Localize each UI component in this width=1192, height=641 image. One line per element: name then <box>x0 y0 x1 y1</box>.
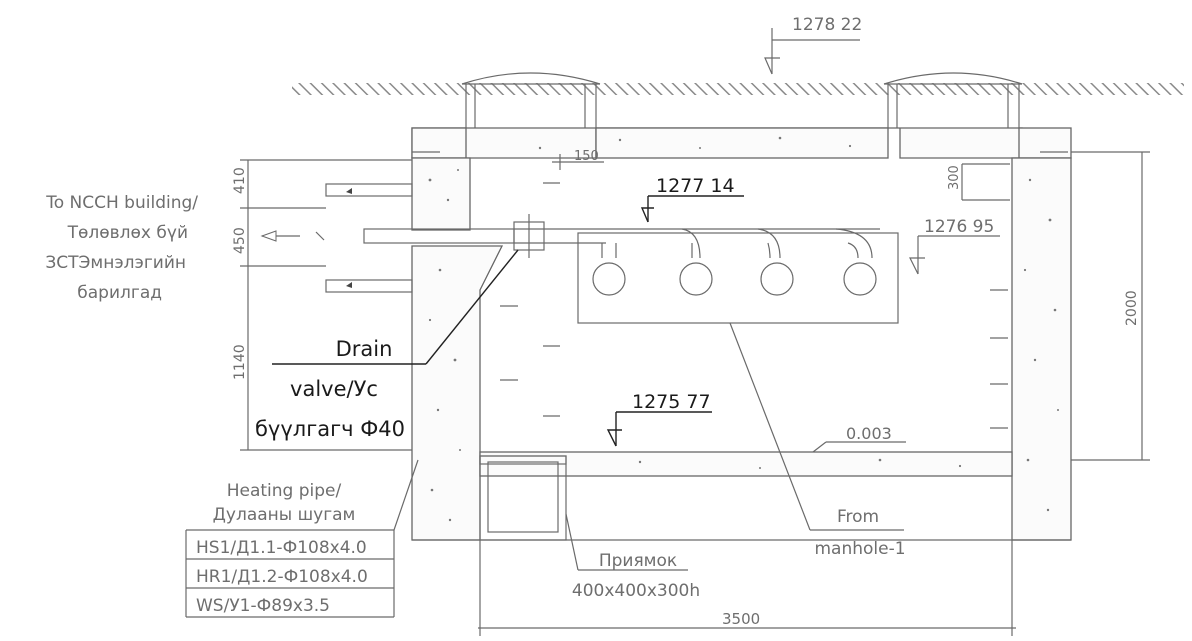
sump-callout: Приямок 400x400x300h <box>565 513 700 601</box>
heating-pipe-table: Heating pipe/ Дулааны шугам HS1/Д1.1-Ф10… <box>185 459 419 618</box>
heating-line-2: Дулааны шугам <box>213 505 356 525</box>
ladder-steps <box>500 182 1008 429</box>
outlet-line-2: Төлөвлөх бүй <box>67 223 188 243</box>
bottom-dimension: 3500 <box>478 540 1016 636</box>
pipe-row-2: HR1/Д1.2-Ф108x4.0 <box>196 567 368 587</box>
dim-1140: 1140 <box>232 344 248 380</box>
from-line-1: From <box>837 507 879 527</box>
ground-elevation-marker: 1278 22 <box>764 15 862 75</box>
outlet-line-3: ЗСТЭмнэлэгийн <box>45 253 186 273</box>
drain-valve-callout: Drain valve/Ус бүүлгагч Ф40 <box>255 249 519 441</box>
sump-line-1: Приямок <box>599 551 677 571</box>
from-manhole-callout: From manhole-1 <box>729 322 906 559</box>
outlet-line-1: To NCCH building/ <box>45 193 198 213</box>
outlet-arrow <box>260 230 325 242</box>
ground-hatch <box>292 83 1184 95</box>
hatch-left <box>461 72 601 128</box>
pipe-elevation-text: 1277 14 <box>656 175 735 197</box>
slope-indicator: 0.003 <box>812 424 906 453</box>
heating-line-1: Heating pipe/ <box>227 481 342 501</box>
pipe-row-1: HS1/Д1.1-Ф108x4.0 <box>196 538 367 558</box>
outlet-line-4: барилгад <box>77 283 162 303</box>
dim-150: 150 <box>574 149 599 164</box>
dim-300: 300 <box>947 165 962 190</box>
outlet-label: To NCCH building/ Төлөвлөх бүй ЗСТЭмнэлэ… <box>45 193 198 303</box>
pipe-row-3: WS/У1-Ф89x3.5 <box>196 596 330 616</box>
pipe-branches <box>592 228 877 296</box>
from-line-2: manhole-1 <box>814 539 905 559</box>
pipe-elevation-marker: 1277 14 <box>640 175 744 223</box>
dim-150-group: 150 <box>552 149 604 170</box>
ground-elevation-text: 1278 22 <box>792 15 862 35</box>
drain-line-3: бүүлгагч Ф40 <box>255 417 405 441</box>
right-dimension: 2000 300 <box>947 151 1150 461</box>
dim-450: 450 <box>232 227 248 254</box>
sump-line-2: 400x400x300h <box>572 581 700 601</box>
duct-elevation-text: 1276 95 <box>924 217 994 237</box>
hatch-right <box>883 72 1023 128</box>
floor-elevation-text: 1275 77 <box>632 391 711 413</box>
duct-elevation-marker: 1276 95 <box>909 217 1000 275</box>
heating-duct-box <box>577 232 899 324</box>
pipe-opening <box>325 183 413 293</box>
floor-elevation-marker: 1275 77 <box>606 391 712 447</box>
dim-2000: 2000 <box>1124 290 1140 326</box>
drain-line-1: Drain <box>336 337 393 361</box>
concrete-speckles <box>428 136 1059 522</box>
left-dimension-chain: 410 450 1140 <box>232 159 412 451</box>
main-pipe <box>363 214 880 258</box>
dim-410: 410 <box>232 167 248 194</box>
slope-text: 0.003 <box>846 424 892 443</box>
concrete-chamber <box>411 127 1072 541</box>
dim-3500: 3500 <box>722 610 760 628</box>
drain-line-2: valve/Ус <box>290 377 378 401</box>
